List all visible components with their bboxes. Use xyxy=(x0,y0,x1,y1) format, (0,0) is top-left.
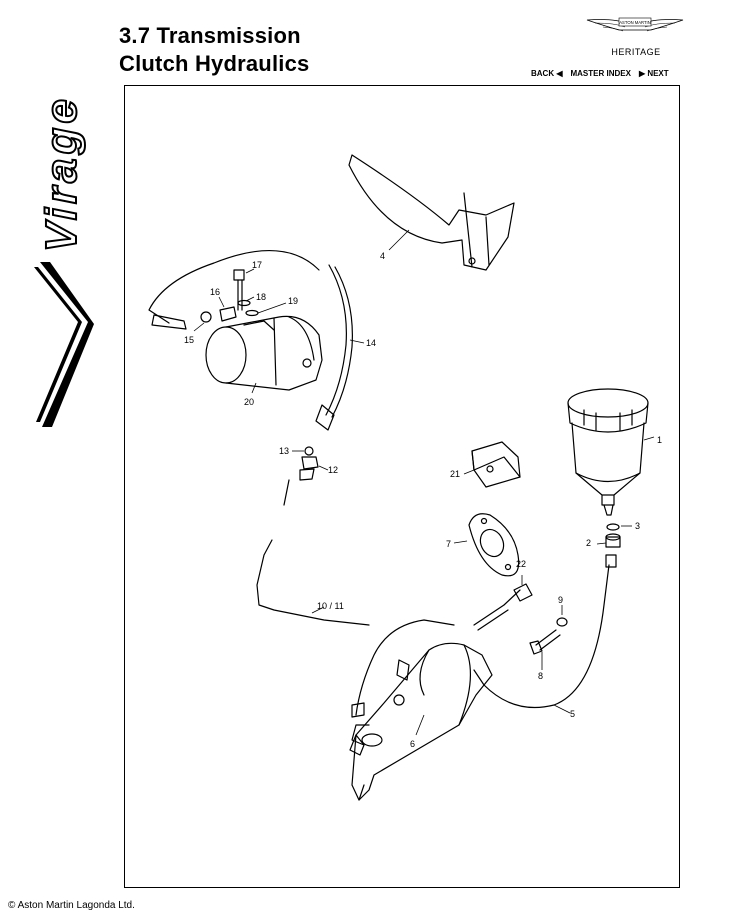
part-14-flexible-hose xyxy=(315,264,353,431)
callout-5: 5 xyxy=(570,709,575,719)
part-20-slave-cylinder xyxy=(205,315,323,391)
part-15-seal xyxy=(200,311,212,323)
virage-logo: Virage xyxy=(34,94,94,427)
part-16-bleed-screw xyxy=(219,306,237,322)
part-21-clevis xyxy=(471,441,521,488)
part-12-union xyxy=(299,456,319,481)
copyright-footer: © Aston Martin Lagonda Ltd. xyxy=(8,900,135,911)
callout-13: 13 xyxy=(279,446,289,456)
clutch-hydraulics-diagram: 4 1 2 3 5 6 7 8 9 10 / 11 12 13 14 15 16… xyxy=(148,154,662,801)
callout-8: 8 xyxy=(538,671,543,681)
page-navigation: BACK ◀ MASTER INDEX ▶ NEXT xyxy=(531,69,669,78)
master-index-link[interactable]: MASTER INDEX xyxy=(570,69,631,78)
part-5-feed-pipe xyxy=(473,554,617,709)
part-10-11-clutch-pipe xyxy=(256,479,455,718)
part-8-bolt xyxy=(529,629,561,655)
section-title: 3.7 Transmission xyxy=(119,23,301,48)
callout-9: 9 xyxy=(558,595,563,605)
part-2-nut xyxy=(605,533,621,548)
diagram-frame xyxy=(124,85,680,888)
callout-4: 4 xyxy=(380,251,385,261)
page-title: 3.7 Transmission Clutch Hydraulics xyxy=(119,22,309,78)
brand-badge-text: ASTON MARTIN xyxy=(619,20,651,25)
callout-10-11: 10 / 11 xyxy=(317,601,344,611)
virage-logo-text: Virage xyxy=(37,95,86,252)
callout-7: 7 xyxy=(446,539,451,549)
callout-19: 19 xyxy=(288,296,298,306)
callout-16: 16 xyxy=(210,287,220,297)
callout-21: 21 xyxy=(450,469,460,479)
heritage-label: HERITAGE xyxy=(611,47,661,57)
part-19-washer xyxy=(245,309,259,317)
part-6-master-cylinder xyxy=(349,589,521,801)
next-link[interactable]: ▶ NEXT xyxy=(638,69,669,78)
part-4-bracket xyxy=(348,154,515,271)
callout-18: 18 xyxy=(256,292,266,302)
subsection-title: Clutch Hydraulics xyxy=(119,51,310,76)
callout-22: 22 xyxy=(516,559,526,569)
callout-3: 3 xyxy=(635,521,640,531)
part-9-washer xyxy=(556,617,568,627)
part-7-gasket xyxy=(468,513,520,577)
part-13-olive xyxy=(304,446,314,456)
callout-15: 15 xyxy=(184,335,194,345)
callout-12: 12 xyxy=(328,465,338,475)
slave-feed-pipe xyxy=(148,249,320,330)
callout-1: 1 xyxy=(657,435,662,445)
back-link[interactable]: BACK ◀ xyxy=(531,69,563,78)
callout-17: 17 xyxy=(252,260,262,270)
aston-martin-wings-logo: ASTON MARTIN xyxy=(586,17,684,32)
part-1-reservoir xyxy=(567,388,649,516)
part-18-washer xyxy=(237,299,251,307)
callout-6: 6 xyxy=(410,739,415,749)
part-22-locknut xyxy=(513,583,533,602)
callout-20: 20 xyxy=(244,397,254,407)
callout-2: 2 xyxy=(586,538,591,548)
callout-14: 14 xyxy=(366,338,376,348)
part-3-washer xyxy=(606,523,620,531)
